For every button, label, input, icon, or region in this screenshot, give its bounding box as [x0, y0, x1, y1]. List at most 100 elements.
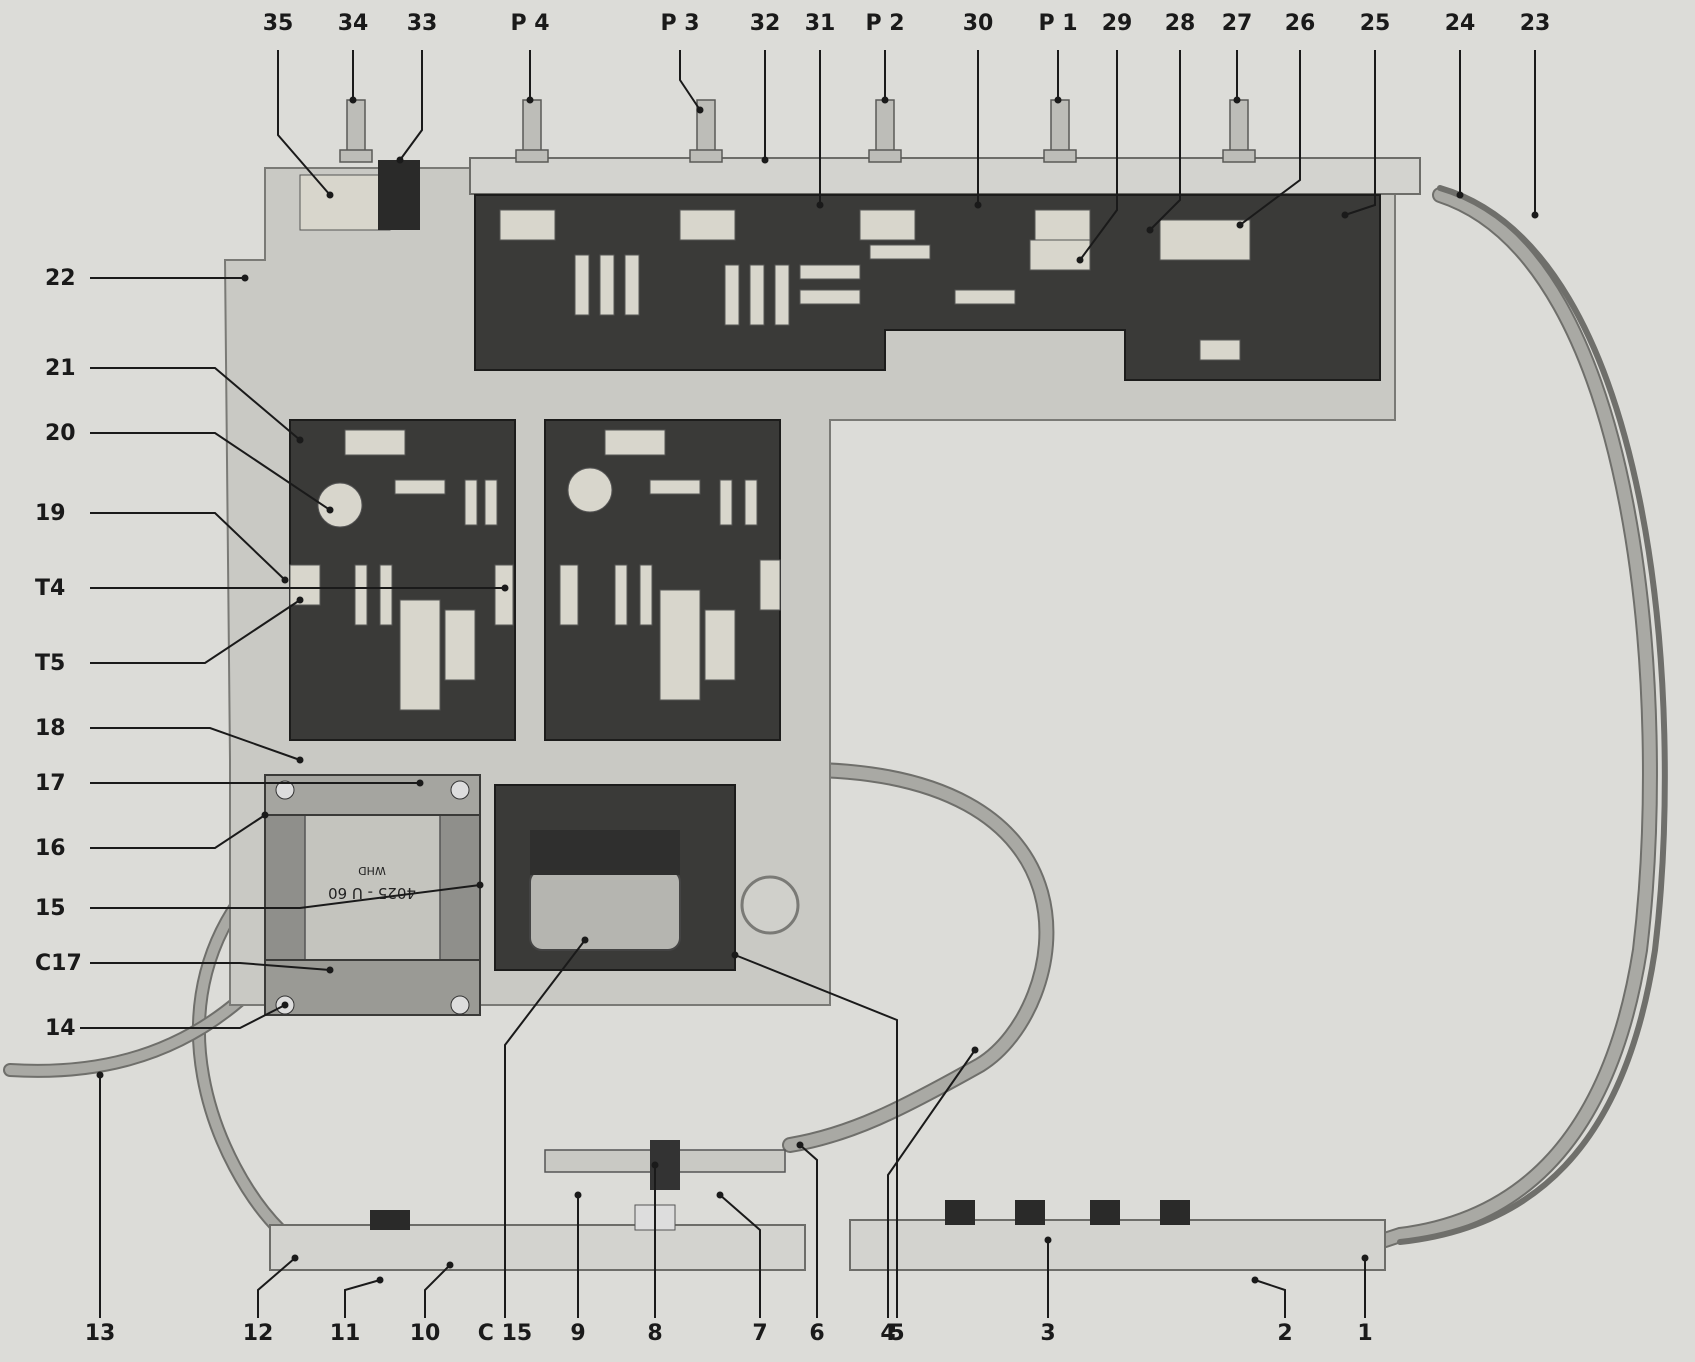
- power-transformer: 4025 - U 60 WHD: [264, 774, 481, 1016]
- filter-capacitor: [529, 830, 800, 951]
- callout-label-p1: P 1: [1038, 11, 1077, 36]
- leader-line-t5: [90, 599, 301, 664]
- callout-label-32: 32: [750, 11, 781, 36]
- callout-label-c15: C 15: [478, 1321, 532, 1346]
- leader-line-26: [1239, 50, 1301, 226]
- leader-dot-2: [1251, 1276, 1259, 1284]
- leader-dot-30: [974, 201, 982, 209]
- callout-label-25: 25: [1360, 11, 1391, 36]
- callout-label-28: 28: [1165, 11, 1196, 36]
- callout-label-7: 7: [752, 1321, 767, 1346]
- leader-dot-c15: [581, 936, 589, 944]
- callout-label-14: 14: [45, 1016, 76, 1041]
- leader-dot-31: [816, 201, 824, 209]
- rear-panel-left: [269, 1140, 806, 1271]
- callout-label-22: 22: [45, 266, 76, 291]
- leader-line-16: [90, 814, 266, 849]
- leader-dot-14: [281, 1001, 289, 1009]
- callout-label-1: 1: [1357, 1321, 1372, 1346]
- leader-dot-22: [241, 274, 249, 282]
- callout-label-17: 17: [35, 771, 66, 796]
- leader-line-25: [1344, 50, 1376, 216]
- callout-label-p2: P 2: [865, 11, 904, 36]
- leader-dot-p1: [1054, 96, 1062, 104]
- callout-label-c17: C17: [35, 951, 82, 976]
- callout-label-9: 9: [570, 1321, 585, 1346]
- transformer-marking: 4025 - U 60: [328, 884, 416, 902]
- leader-dot-19: [281, 576, 289, 584]
- callout-label-33: 33: [407, 11, 438, 36]
- leader-line-4: [887, 1049, 976, 1318]
- leader-dot-9: [574, 1191, 582, 1199]
- callout-label-15: 15: [35, 896, 66, 921]
- callout-label-4: 4: [880, 1321, 895, 1346]
- leader-line-c17: [90, 962, 331, 971]
- leader-line-20: [90, 432, 331, 511]
- callout-label-29: 29: [1102, 11, 1133, 36]
- callout-label-21: 21: [45, 356, 76, 381]
- leader-line-2: [1254, 1279, 1286, 1318]
- callout-label-t5: T5: [35, 651, 65, 676]
- callout-label-19: 19: [35, 501, 66, 526]
- leader-dot-13: [96, 1071, 104, 1079]
- leader-line-28: [1149, 50, 1181, 231]
- leader-line-18: [90, 727, 301, 761]
- callout-label-30: 30: [963, 11, 994, 36]
- leader-dot-35: [326, 191, 334, 199]
- leader-dot-25: [1341, 211, 1349, 219]
- leader-dot-7: [716, 1191, 724, 1199]
- leader-line-35: [277, 50, 331, 196]
- leader-dot-c17: [326, 966, 334, 974]
- leader-dot-11: [376, 1276, 384, 1284]
- leader-dot-21: [296, 436, 304, 444]
- front-panel-rail: [469, 157, 1421, 195]
- leader-line-19: [90, 512, 286, 581]
- callout-label-13: 13: [85, 1321, 116, 1346]
- leader-dot-t4: [501, 584, 509, 592]
- leader-dot-6: [796, 1141, 804, 1149]
- control-pcb-components: [499, 209, 1251, 361]
- leader-dot-p2: [881, 96, 889, 104]
- leader-line-12: [257, 1257, 296, 1318]
- leader-dot-17: [416, 779, 424, 787]
- amplifier-components: [289, 429, 781, 711]
- leader-line-6: [799, 1144, 818, 1318]
- leader-dot-p4: [526, 96, 534, 104]
- cable-mains-13: [3, 993, 247, 1078]
- selector-switch: [299, 160, 420, 231]
- leader-line-14: [80, 1004, 286, 1029]
- cable-left: [192, 863, 287, 1237]
- callout-label-p3: P 3: [660, 11, 699, 36]
- leader-dot-10: [446, 1261, 454, 1269]
- leader-line-p3: [679, 50, 701, 111]
- leader-dot-20: [326, 506, 334, 514]
- callout-label-23: 23: [1520, 11, 1551, 36]
- callout-label-34: 34: [338, 11, 369, 36]
- leader-dot-18: [296, 756, 304, 764]
- callout-label-27: 27: [1222, 11, 1253, 36]
- leader-line-11: [344, 1279, 381, 1318]
- callout-label-5: 5: [889, 1321, 904, 1346]
- leader-dot-t5: [296, 596, 304, 604]
- leader-line-c15: [504, 939, 586, 1318]
- transformer-brand: WHD: [358, 864, 386, 877]
- callout-label-3: 3: [1040, 1321, 1055, 1346]
- leader-line-33: [399, 50, 423, 161]
- leader-line-5: [734, 954, 898, 1318]
- callout-label-t4: T4: [35, 576, 65, 601]
- callout-label-31: 31: [805, 11, 836, 36]
- leader-line-15: [90, 884, 481, 909]
- leader-dot-34: [349, 96, 357, 104]
- leader-dot-26: [1236, 221, 1244, 229]
- leader-line-29: [1079, 50, 1118, 261]
- callout-label-20: 20: [45, 421, 76, 446]
- callout-label-12: 12: [243, 1321, 274, 1346]
- leader-dot-16: [261, 811, 269, 819]
- callout-label-11: 11: [330, 1321, 361, 1346]
- callout-label-6: 6: [809, 1321, 824, 1346]
- callout-label-18: 18: [35, 716, 66, 741]
- cable-loop-right: [1377, 185, 1668, 1248]
- callout-label-16: 16: [35, 836, 66, 861]
